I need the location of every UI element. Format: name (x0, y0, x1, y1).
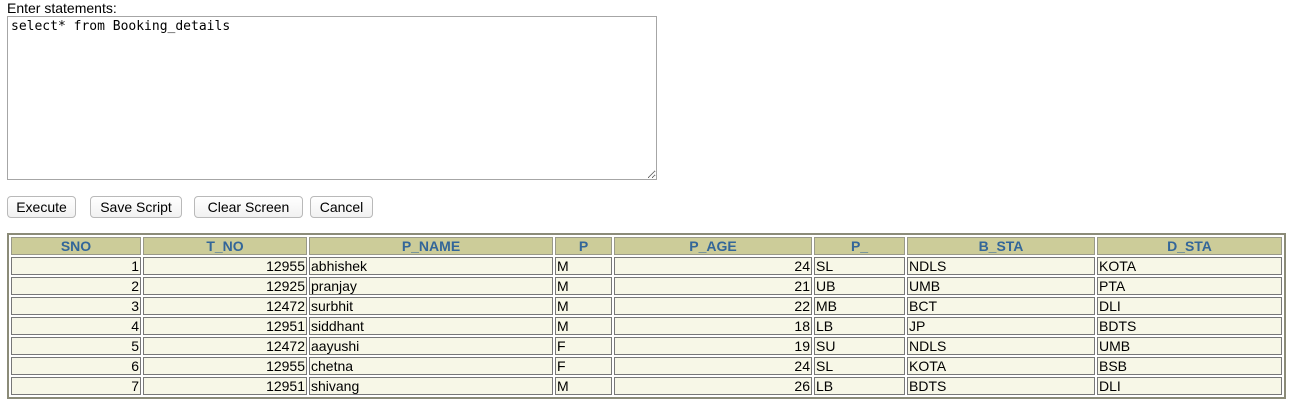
cell-p-name: siddhant (309, 317, 553, 335)
execute-button[interactable]: Execute (7, 196, 76, 218)
cell-p-name: aayushi (309, 337, 553, 355)
cell-p: M (555, 297, 612, 315)
cell-t-no: 12472 (143, 297, 307, 315)
results-table: SNO T_NO P_NAME P P_AGE P_ B_STA D_STA 1… (9, 235, 1284, 397)
cell-b-sta: UMB (907, 277, 1095, 295)
cell-p-name: pranjay (309, 277, 553, 295)
cell-sno: 1 (11, 257, 141, 275)
sql-statement-editor[interactable]: select* from Booking_details (7, 16, 657, 180)
cell-p-age: 19 (614, 337, 812, 355)
cell-p-age: 26 (614, 377, 812, 395)
cell-p: F (555, 337, 612, 355)
cell-t-no: 12951 (143, 377, 307, 395)
query-results-panel: SNO T_NO P_NAME P P_AGE P_ B_STA D_STA 1… (7, 233, 1286, 399)
cell-p-underscore: SL (814, 357, 905, 375)
cell-p-age: 21 (614, 277, 812, 295)
cell-p-underscore: SU (814, 337, 905, 355)
cell-p-age: 22 (614, 297, 812, 315)
cell-sno: 5 (11, 337, 141, 355)
cell-t-no: 12472 (143, 337, 307, 355)
cell-d-sta: BDTS (1097, 317, 1282, 335)
cell-t-no: 12955 (143, 257, 307, 275)
cell-p-name: chetna (309, 357, 553, 375)
clear-screen-button[interactable]: Clear Screen (194, 196, 303, 218)
cell-p-age: 24 (614, 357, 812, 375)
cell-b-sta: NDLS (907, 337, 1095, 355)
column-header-p: P (555, 237, 612, 255)
cell-d-sta: UMB (1097, 337, 1282, 355)
column-header-p-age: P_AGE (614, 237, 812, 255)
column-header-t-no: T_NO (143, 237, 307, 255)
cell-p-underscore: MB (814, 297, 905, 315)
cell-b-sta: BCT (907, 297, 1095, 315)
cell-p-age: 24 (614, 257, 812, 275)
cell-p-underscore: SL (814, 257, 905, 275)
cancel-button[interactable]: Cancel (310, 196, 373, 218)
cell-p: M (555, 377, 612, 395)
cell-b-sta: JP (907, 317, 1095, 335)
results-header-row: SNO T_NO P_NAME P P_AGE P_ B_STA D_STA (11, 237, 1282, 255)
table-row: 1 12955 abhishek M 24 SL NDLS KOTA (11, 257, 1282, 275)
cell-p: M (555, 257, 612, 275)
cell-t-no: 12925 (143, 277, 307, 295)
cell-p: M (555, 317, 612, 335)
cell-p-name: abhishek (309, 257, 553, 275)
cell-t-no: 12955 (143, 357, 307, 375)
cell-sno: 4 (11, 317, 141, 335)
cell-d-sta: KOTA (1097, 257, 1282, 275)
cell-d-sta: DLI (1097, 377, 1282, 395)
table-row: 3 12472 surbhit M 22 MB BCT DLI (11, 297, 1282, 315)
enter-statements-label: Enter statements: (7, 0, 117, 16)
cell-sno: 3 (11, 297, 141, 315)
cell-p-age: 18 (614, 317, 812, 335)
cell-p: M (555, 277, 612, 295)
cell-d-sta: DLI (1097, 297, 1282, 315)
cell-b-sta: BDTS (907, 377, 1095, 395)
cell-d-sta: BSB (1097, 357, 1282, 375)
column-header-b-sta: B_STA (907, 237, 1095, 255)
table-row: 6 12955 chetna F 24 SL KOTA BSB (11, 357, 1282, 375)
column-header-sno: SNO (11, 237, 141, 255)
cell-sno: 2 (11, 277, 141, 295)
cell-p-underscore: UB (814, 277, 905, 295)
cell-d-sta: PTA (1097, 277, 1282, 295)
column-header-p-name: P_NAME (309, 237, 553, 255)
cell-p-underscore: LB (814, 377, 905, 395)
cell-sno: 6 (11, 357, 141, 375)
cell-p-name: surbhit (309, 297, 553, 315)
table-row: 7 12951 shivang M 26 LB BDTS DLI (11, 377, 1282, 395)
cell-p-underscore: LB (814, 317, 905, 335)
table-row: 2 12925 pranjay M 21 UB UMB PTA (11, 277, 1282, 295)
cell-p-name: shivang (309, 377, 553, 395)
table-row: 4 12951 siddhant M 18 LB JP BDTS (11, 317, 1282, 335)
column-header-d-sta: D_STA (1097, 237, 1282, 255)
cell-b-sta: NDLS (907, 257, 1095, 275)
cell-b-sta: KOTA (907, 357, 1095, 375)
cell-sno: 7 (11, 377, 141, 395)
cell-t-no: 12951 (143, 317, 307, 335)
save-script-button[interactable]: Save Script (90, 196, 182, 218)
column-header-p-underscore: P_ (814, 237, 905, 255)
cell-p: F (555, 357, 612, 375)
table-row: 5 12472 aayushi F 19 SU NDLS UMB (11, 337, 1282, 355)
